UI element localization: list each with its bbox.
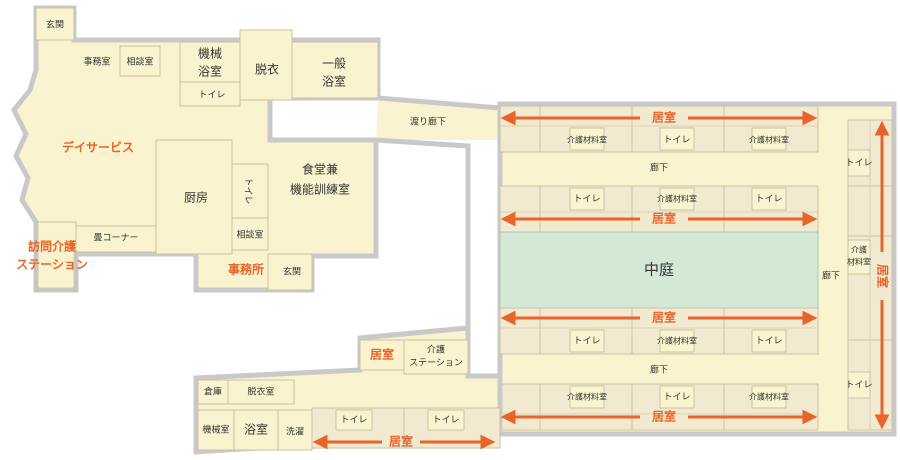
label-toilet-top: トイレ — [198, 91, 225, 101]
label-material-6: 介護材料室 — [749, 392, 789, 402]
label-bath: 浴室 — [244, 422, 268, 437]
label-station-2: ステーション — [409, 358, 463, 369]
label-changing: 脱衣 — [255, 62, 279, 77]
label-material-r1: 介護 — [851, 245, 867, 255]
lower-wing — [193, 325, 503, 455]
label-office-orange: 事務所 — [228, 262, 264, 277]
label-material-4: 介護材料室 — [657, 336, 697, 346]
label-toilet-r2: トイレ — [845, 381, 872, 391]
label-storage: 倉庫 — [204, 386, 222, 398]
label-visit-care-1: 訪問介護 — [28, 239, 77, 254]
label-living-1: 居室 — [652, 110, 676, 125]
label-toilet-vertical: トイレ — [243, 177, 253, 204]
label-machine-bath-1: 機械 — [198, 46, 222, 61]
label-general-bath-2: 浴室 — [322, 74, 346, 89]
label-material-5: 介護材料室 — [567, 392, 607, 402]
label-living-5: 居室 — [876, 264, 891, 288]
label-genkan-top: 玄関 — [46, 19, 64, 31]
label-station-1: 介護 — [427, 344, 445, 356]
right-building — [497, 101, 897, 437]
label-genkan-mid: 玄関 — [283, 266, 301, 278]
label-office-small: 事務室 — [83, 56, 110, 68]
label-dining-2: 機能訓練室 — [290, 182, 350, 197]
label-corridor-link: 渡り廊下 — [410, 116, 446, 128]
label-toilet-5: トイレ — [755, 337, 782, 347]
label-kitchen: 厨房 — [184, 190, 208, 205]
label-corridor-2: 廊下 — [650, 364, 668, 376]
label-material-3: 介護材料室 — [657, 194, 697, 204]
label-dining-1: 食堂兼 — [302, 162, 338, 177]
label-toilet-1: トイレ — [663, 136, 690, 146]
living-room-arrows — [312, 110, 890, 450]
label-living-2: 居室 — [652, 211, 676, 226]
label-corridor-1: 廊下 — [650, 162, 668, 174]
label-machine-room: 機械室 — [202, 424, 229, 436]
label-general-bath-1: 一般 — [322, 56, 346, 71]
label-consult-mid: 相談室 — [236, 229, 263, 241]
label-toilet-2: トイレ — [573, 195, 600, 205]
corridor-link — [376, 98, 500, 150]
label-washing: 洗濯 — [286, 426, 304, 438]
label-toilet-b1: トイレ — [340, 416, 367, 426]
label-toilet-r1: トイレ — [845, 159, 872, 169]
label-living-7: 居室 — [389, 434, 413, 449]
label-courtyard: 中庭 — [644, 261, 674, 279]
labels: 玄関 事務室 相談室 機械 浴室 トイレ 脱衣 一般 浴室 デイサービス 厨房 … — [16, 19, 890, 449]
label-living-4: 居室 — [652, 409, 676, 424]
label-tatami: 畳コーナー — [93, 233, 138, 244]
label-corridor-right: 廊下 — [822, 270, 840, 282]
label-toilet-4: トイレ — [573, 337, 600, 347]
left-building — [11, 5, 381, 293]
label-material-r2: 材料室 — [847, 257, 871, 267]
label-daycare: デイサービス — [62, 140, 134, 155]
label-toilet-3: トイレ — [755, 195, 782, 205]
label-changing-room: 脱衣室 — [247, 386, 274, 398]
label-toilet-6: トイレ — [663, 393, 690, 403]
label-material-2: 介護材料室 — [749, 135, 789, 145]
label-living-6: 居室 — [370, 347, 394, 362]
label-living-3: 居室 — [652, 310, 676, 325]
label-material-1: 介護材料室 — [567, 135, 607, 145]
label-machine-bath-2: 浴室 — [198, 64, 222, 79]
label-toilet-b2: トイレ — [432, 416, 459, 426]
label-visit-care-2: ステーション — [16, 258, 88, 272]
label-consult-top: 相談室 — [126, 56, 153, 68]
